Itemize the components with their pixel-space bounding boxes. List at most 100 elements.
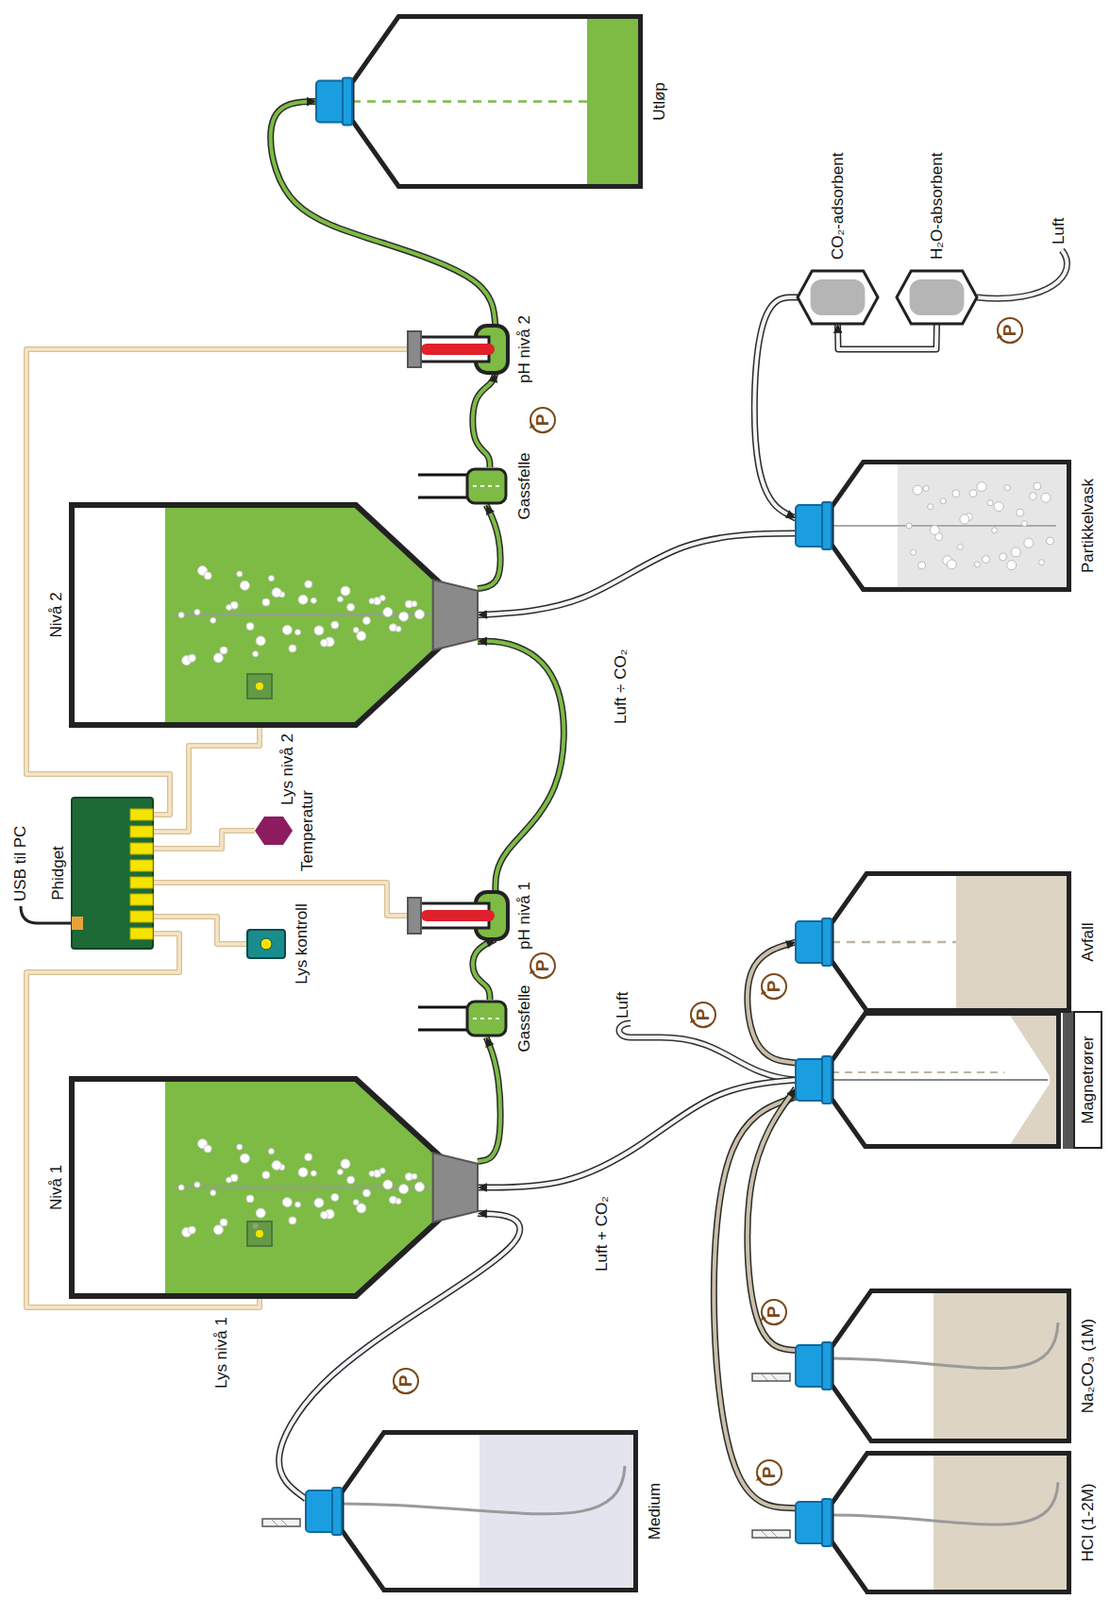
terminal-pin: [130, 927, 153, 940]
bubble: [239, 580, 250, 590]
node-label: Gassfelle: [515, 453, 535, 521]
bubble: [362, 616, 370, 624]
tube-outline: [472, 372, 496, 468]
tube: [477, 1079, 796, 1193]
board-node: Phidget: [71, 797, 153, 949]
lamp-shape: [247, 929, 286, 959]
arrowhead: [486, 504, 495, 516]
node-label: Magnetrører: [1074, 1010, 1103, 1149]
air-tube-outline: [976, 250, 1068, 299]
bubble: [369, 1170, 375, 1177]
algae-culture: [165, 504, 441, 725]
bubble: [1041, 492, 1051, 503]
liquid: [587, 16, 641, 187]
capsule-shape: [797, 270, 878, 324]
bottle-body: [831, 1291, 1070, 1442]
bubble: [957, 543, 963, 550]
wire-outline: [152, 916, 248, 944]
bubble: [969, 489, 977, 498]
bubble: [993, 502, 1004, 512]
bottle-shape: [795, 1288, 1072, 1444]
tube-outline: [838, 323, 938, 350]
tube: [472, 372, 498, 468]
bubble: [246, 622, 254, 631]
ph-shape: [407, 325, 510, 373]
bubble: [952, 489, 960, 498]
bottle-outline: [352, 16, 641, 187]
arrowhead: [785, 509, 796, 519]
bubble: [288, 644, 297, 653]
tube: [833, 323, 938, 350]
node-label: Lys kontroll: [292, 903, 312, 984]
pump-node: P: [756, 1460, 782, 1485]
signal-wire: [152, 916, 248, 944]
bubble: [178, 612, 185, 619]
tube-outline: [747, 941, 796, 1063]
terminal-pin: [130, 910, 153, 923]
vent-filter: [752, 1530, 791, 1538]
hex-shape: [254, 816, 293, 845]
stopper: [433, 579, 478, 651]
bubble: [940, 498, 946, 505]
trap-shape: [418, 467, 508, 505]
algae-culture: [165, 1078, 441, 1296]
air-tube: [976, 250, 1068, 299]
bottle-outline: [831, 1453, 1070, 1593]
air-tube: [173, 614, 438, 617]
bubble: [194, 608, 201, 615]
bubble: [1038, 559, 1044, 566]
absorbent-fill: [810, 279, 866, 316]
bubble: [331, 1193, 339, 1201]
ph-probe-cap: [407, 897, 421, 934]
bubble: [219, 646, 228, 655]
bubble: [239, 1153, 250, 1163]
vent-filter-texture: [761, 1374, 777, 1380]
bottle-outline: [831, 874, 1070, 1011]
pump-letter: P: [396, 1375, 416, 1388]
wire-outline: [152, 882, 408, 916]
bubble: [255, 636, 266, 646]
bottle-body: [831, 874, 1070, 1011]
bubble: [288, 1216, 297, 1225]
bubble: [383, 607, 393, 618]
bubble: [262, 598, 270, 606]
node-label: CO₂-adsorbent: [828, 152, 848, 260]
tank-outline: [71, 504, 441, 725]
capsule-shape: [896, 270, 977, 324]
arrowhead: [477, 1209, 488, 1219]
terminal-pin: [130, 859, 153, 872]
temperature-sensor: [254, 816, 293, 845]
bottle-cap-rim: [822, 502, 832, 550]
sensor-shape: [247, 673, 272, 699]
bottle-node: Avfall: [795, 871, 1072, 1013]
tube: [477, 533, 796, 620]
air-tube: [173, 1186, 438, 1189]
pump-circle: [761, 974, 787, 999]
light-sensor: [247, 673, 272, 699]
bubble: [918, 561, 926, 570]
bubble: [226, 1177, 233, 1183]
tube-core: [472, 939, 496, 1000]
bottle-node: HCl (1-2M): [795, 1450, 1072, 1595]
bubble: [974, 561, 980, 568]
capsule-node: CO₂-adsorbent: [797, 270, 878, 324]
bottle-shape: [795, 1450, 1072, 1595]
terminal-pin: [130, 825, 153, 838]
bubble: [271, 588, 282, 598]
pump-node: P: [690, 1002, 716, 1027]
air-tube: [619, 1023, 796, 1080]
bottle-shape: [316, 14, 643, 189]
suction-tube: [831, 1481, 1059, 1525]
pump-letter: P: [1000, 324, 1020, 337]
pump-node: P: [997, 318, 1023, 343]
bubble: [959, 514, 970, 524]
bottle-body: [831, 1013, 1060, 1147]
pump-node: P: [761, 974, 787, 999]
tube-core: [477, 640, 564, 892]
trap-node: Gassfelle: [418, 999, 508, 1038]
bubble: [356, 631, 367, 641]
pump-arrow: [999, 336, 1018, 343]
node-label: Avfall: [1078, 922, 1098, 961]
stirred-node: Magnetrører: [795, 1010, 1103, 1149]
bubble: [399, 1184, 409, 1195]
